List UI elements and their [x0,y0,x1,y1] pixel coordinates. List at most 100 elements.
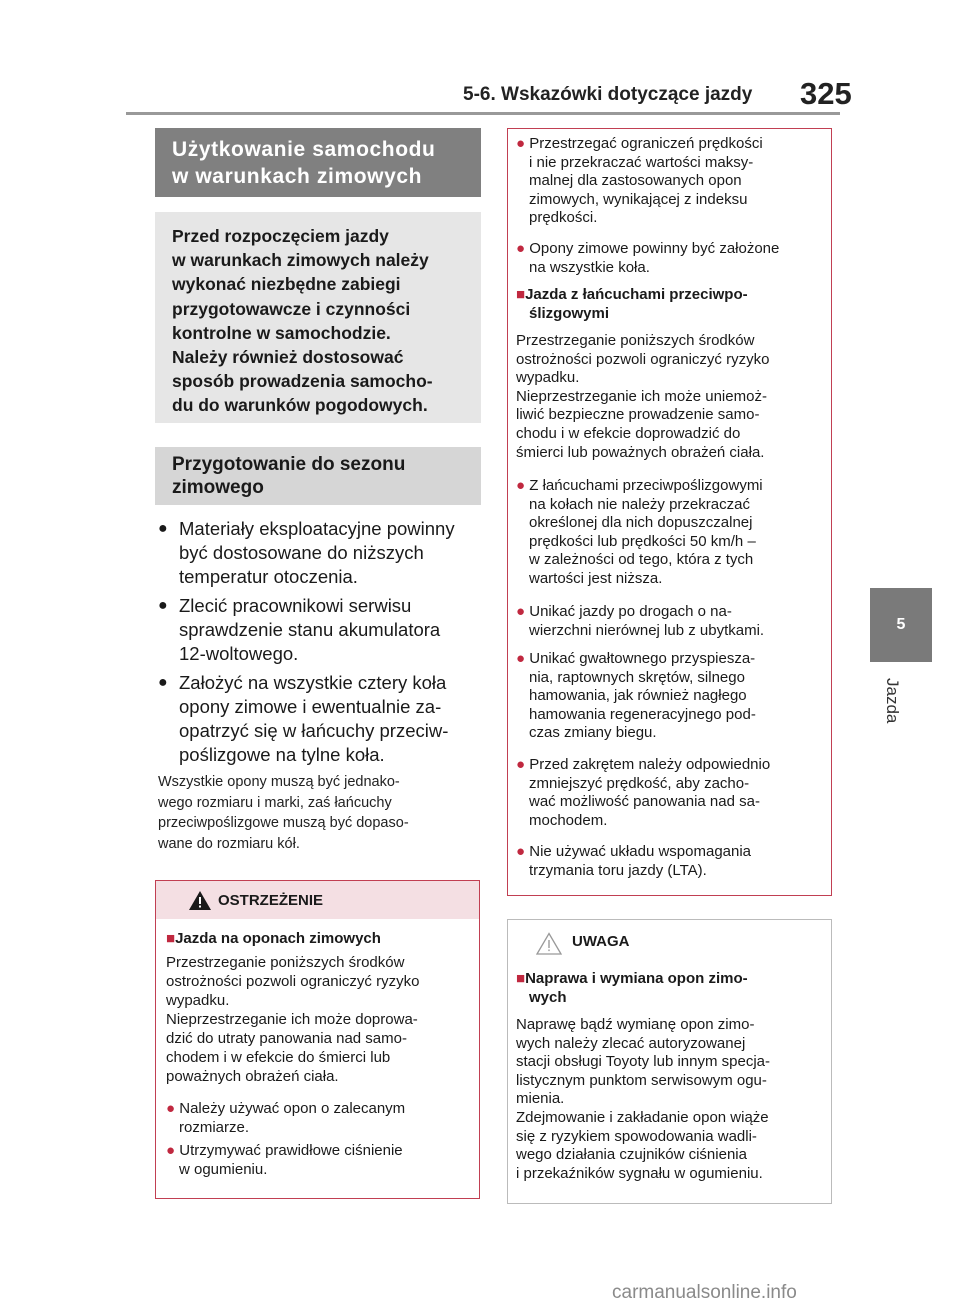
section-title-line: Użytkowanie samochodu [172,138,436,161]
body-line: śmierci lub poważnych obrażeń ciała. [516,443,765,461]
item-line: zmniejszyć prędkość, aby zacho- [529,774,750,792]
body-line: chodu i w efekcie doprowadzić do [516,424,741,442]
section-title-line: w warunkach zimowych [172,165,423,188]
bullet-icon: ● [158,597,168,614]
item-line: hamowania regeneracyjnego pod- [529,705,756,723]
warning-body: Przestrzeganie poniższych środków ostroż… [166,953,476,1086]
subsection-heading: Przygotowanie do sezonu zimowego [155,447,481,505]
intro-line: Przed rozpoczęciem jazdy [172,226,389,246]
list-item-line: sprawdzenie stanu akumulatora [179,619,441,640]
notice-body: Naprawę bądź wymianę opon zimo- wych nal… [516,1016,828,1183]
item-line: wartości jest niższa. [529,569,663,587]
bullet-icon: ● [166,1142,180,1159]
bullet-icon: ● [516,843,530,860]
list-item-line: 12-woltowego. [179,643,299,664]
item-line: Należy używać opon o zalecanym [179,1100,406,1117]
note-line: przeciwpoślizgowe muszą być dopaso- [158,815,409,831]
list-item: ● Materiały eksploatacyjne powinny być do… [158,517,483,589]
bullet-icon: ● [158,520,168,537]
body-line: ostrożności pozwoli ograniczyć ryzyko [516,350,770,368]
subheading-line: wych [529,988,567,1006]
item-line: malnej dla zastosowanych opon [529,172,742,190]
item-line: czas zmiany biegu. [529,724,657,742]
warning-header: OSTRZEŻENIE [156,881,479,919]
item-line: na wszystkie koła. [529,258,650,276]
note-line: wane do rozmiaru kół. [158,835,300,852]
body-line: wypadku. [516,369,580,387]
warning-item: ● Unikać jazdy po drogach o na-wierzchni… [516,603,841,640]
warning-subheading: ■Jazda z łańcuchami przeciwpo-ślizgowymi [516,286,841,323]
notice-header: UWAGA [508,920,831,966]
warning-title: OSTRZEŻENIE [218,892,324,909]
body-line: wego działania czujników ciśnienia [516,1146,747,1164]
subheading-line: Jazda z łańcuchami przeciwpo- [525,286,748,303]
bullet-icon: ● [516,135,530,152]
intro-line: w warunkach zimowych należy [172,250,429,271]
item-line: wierzchni nierównej lub z ubytkami. [529,621,765,639]
warning-box: OSTRZEŻENIE ■Jazda na oponach zimowych P… [155,880,480,1199]
intro-line: wykonać niezbędne zabiegi [172,274,401,295]
item-line: i nie przekraczać wartości maksy- [529,153,754,171]
square-bullet-icon: ■ [166,930,176,947]
list-item-line: poślizgowe na tylne koła. [179,744,385,765]
subheading-line: ślizgowymi [529,304,610,322]
intro-line: kontrolne w samochodzie. [172,322,391,343]
warning-item: ● Unikać gwałtownego przyspiesza-nia, ra… [516,650,841,743]
item-line: Unikać gwałtownego przyspiesza- [529,650,756,667]
notice-subheading: ■Naprawa i wymiana opon zimo-wych [516,970,841,1007]
warning-body: Przestrzeganie poniższych środków ostroż… [516,332,828,462]
list-item-line: opony zimowe i ewentualnie za- [179,696,442,717]
bullet-icon: ● [166,1100,180,1117]
notice-title: UWAGA [572,933,630,950]
body-line: poważnych obrażeń ciała. [166,1068,339,1085]
body-line: stacji obsługi Toyoty lub innym specja- [516,1053,771,1071]
body-line: i przekaźników sygnału w ogumieniu. [516,1164,763,1182]
chapter-label: Jazda [883,678,902,724]
subsection-heading-line: zimowego [172,477,264,498]
item-line: prędkości lub prędkości 50 km/h – [529,532,756,550]
intro-line: sposób prowadzenia samocho- [172,371,433,392]
body-line: Nieprzestrzeganie ich może doprowa- [166,1011,418,1028]
body-line: mienia. [516,1090,565,1108]
caution-icon [536,932,562,955]
item-line: na kołach nie należy przekraczać [529,495,750,513]
body-line: Przestrzeganie poniższych środków [166,954,405,971]
bullet-icon: ● [516,603,530,620]
item-line: trzymania toru jazdy (LTA). [529,861,707,879]
intro-line: przygotowawcze i czynności [172,298,411,319]
bullet-icon: ● [516,240,530,257]
list-item-line: Materiały eksploatacyjne powinny [179,518,455,539]
page-number: 325 [800,76,852,111]
warning-subheading: ■Jazda na oponach zimowych [166,929,476,948]
item-line: Opony zimowe powinny być założone [529,240,780,257]
note-line: Wszystkie opony muszą być jednako- [158,774,400,790]
item-line: Unikać jazdy po drogach o na- [529,603,732,620]
item-line: Nie używać układu wspomagania [529,843,752,860]
note-line: wego rozmiaru i marki, zaś łańcuchy [158,794,392,811]
header-rule [126,112,840,115]
body-line: wych należy zlecać autoryzowanej [516,1034,746,1052]
notice-box: UWAGA ■Naprawa i wymiana opon zimo-wych … [507,919,832,1204]
body-line: chodem i w efekcie do śmierci lub [166,1049,391,1066]
list-item-line: być dostosowane do niższych [179,542,424,563]
list-item-line: Założyć na wszystkie cztery koła [179,672,447,693]
square-bullet-icon: ■ [516,286,526,303]
item-line: Przed zakrętem należy odpowiednio [529,756,771,773]
item-line: określonej dla nich dopuszczalnej [529,514,753,532]
square-bullet-icon: ■ [516,970,526,987]
body-line: się z ryzykiem spowodowania wadli- [516,1127,757,1145]
bullet-icon: ● [516,756,530,773]
list-item-line: temperatur otoczenia. [179,566,358,587]
intro-box: Przed rozpoczęciem jazdy w warunkach zim… [155,212,481,423]
intro-line: Należy również dostosować [172,347,404,368]
item-line: zimowych, wynikającej z indeksu [529,190,748,208]
item-line: Z łańcuchami przeciwpoślizgowymi [529,477,763,494]
body-line: Nieprzestrzeganie ich może uniemoż- [516,387,767,405]
item-line: wać możliwość panowania nad sa- [529,793,760,811]
